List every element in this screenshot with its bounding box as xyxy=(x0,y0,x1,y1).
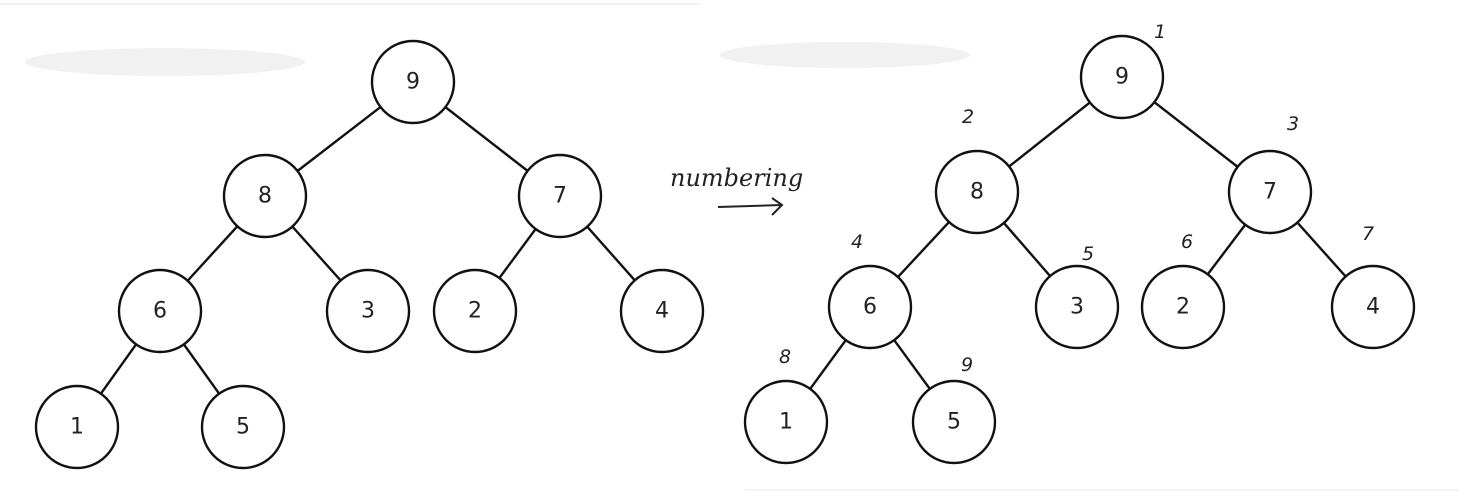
left-node-circle xyxy=(117,268,203,354)
right-node-n3: 35 xyxy=(1034,243,1120,350)
left-node-label: 8 xyxy=(258,184,272,209)
left-node-n9: 9 xyxy=(370,39,456,125)
annotation-arrow xyxy=(717,197,784,216)
right-node-label: 2 xyxy=(1176,295,1190,320)
right-node-label: 7 xyxy=(1263,180,1277,205)
left-node-circle xyxy=(34,384,120,470)
right-node-label: 9 xyxy=(1115,65,1129,90)
right-order-number: 2 xyxy=(962,106,974,128)
right-node-n6: 64 xyxy=(827,231,913,350)
left-node-label: 5 xyxy=(236,415,250,440)
left-node-circle xyxy=(222,153,308,239)
right-node-circle xyxy=(1079,34,1165,120)
left-node-label: 1 xyxy=(70,415,84,440)
left-tree: 9 8 7 6 3 2 4 1 5 xyxy=(34,39,705,470)
left-node-n3: 3 xyxy=(325,268,411,354)
left-node-label: 9 xyxy=(406,70,420,95)
left-node-circle xyxy=(517,153,603,239)
right-node-label: 6 xyxy=(863,295,877,320)
left-node-n8: 8 xyxy=(222,153,308,239)
right-node-label: 5 xyxy=(947,410,961,435)
left-node-circle xyxy=(325,268,411,354)
right-order-number: 7 xyxy=(1362,223,1374,245)
left-node-label: 3 xyxy=(361,299,375,324)
right-node-n2: 26 xyxy=(1140,231,1226,350)
right-node-circle xyxy=(1330,264,1416,350)
right-node-circle xyxy=(827,264,913,350)
left-node-n7: 7 xyxy=(517,153,603,239)
right-node-label: 3 xyxy=(1070,295,1084,320)
left-node-label: 6 xyxy=(153,299,167,324)
right-node-n1: 18 xyxy=(743,346,829,465)
left-node-circle xyxy=(619,268,705,354)
right-node-circle xyxy=(1140,264,1226,350)
right-node-label: 8 xyxy=(970,180,984,205)
right-order-number: 6 xyxy=(1181,231,1193,253)
right-node-label: 4 xyxy=(1366,295,1380,320)
right-order-number: 5 xyxy=(1082,243,1094,265)
right-node-n8: 82 xyxy=(934,106,1020,235)
right-order-number: 1 xyxy=(1154,21,1166,43)
right-order-number: 8 xyxy=(779,346,791,368)
right-node-n9: 91 xyxy=(1079,21,1166,120)
left-node-circle xyxy=(370,39,456,125)
right-node-circle xyxy=(1034,264,1120,350)
right-node-circle xyxy=(1227,149,1313,235)
left-node-label: 7 xyxy=(553,184,567,209)
right-node-n4: 47 xyxy=(1330,223,1416,350)
left-node-n4: 4 xyxy=(619,268,705,354)
right-node-circle xyxy=(911,379,997,465)
background-artifacts xyxy=(0,3,1458,491)
right-node-n5: 59 xyxy=(911,354,997,465)
left-node-n1: 1 xyxy=(34,384,120,470)
left-node-n5: 5 xyxy=(200,384,286,470)
left-node-circle xyxy=(432,268,518,354)
left-node-n2: 2 xyxy=(432,268,518,354)
right-node-n7: 73 xyxy=(1227,113,1313,235)
right-order-number: 4 xyxy=(851,231,863,253)
left-node-label: 4 xyxy=(655,299,669,324)
right-node-label: 1 xyxy=(779,410,793,435)
right-node-circle xyxy=(743,379,829,465)
annotation-label: numbering xyxy=(670,164,803,192)
numbering-annotation: numbering xyxy=(670,164,803,216)
right-node-circle xyxy=(934,149,1020,235)
left-node-circle xyxy=(200,384,286,470)
right-order-number: 9 xyxy=(961,354,973,376)
right-order-number: 3 xyxy=(1287,113,1299,135)
left-node-label: 2 xyxy=(468,299,482,324)
left-node-n6: 6 xyxy=(117,268,203,354)
